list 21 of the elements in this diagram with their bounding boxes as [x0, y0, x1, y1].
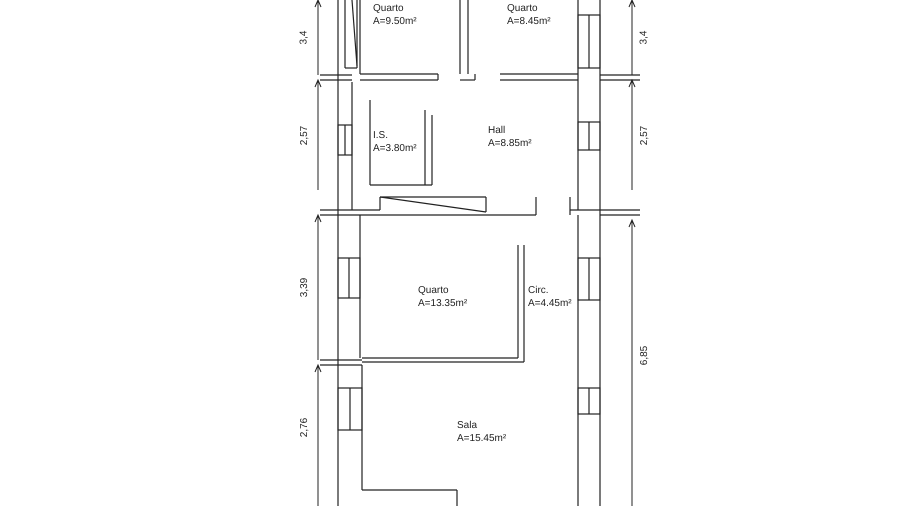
dimension-label: 3,4	[638, 30, 650, 44]
room-name: Quarto	[507, 3, 538, 15]
dimension-label: 2,57	[638, 125, 650, 145]
room-area: A=3.80m²	[373, 143, 417, 155]
dimension-label: 2,76	[298, 418, 310, 438]
room-name: Quarto	[418, 285, 449, 297]
room-area: A=9.50m²	[373, 16, 417, 28]
room-name: Quarto	[373, 3, 404, 15]
dimension-label: 3,39	[298, 278, 310, 298]
room-name: Hall	[488, 125, 506, 137]
room-name: I.S.	[373, 130, 388, 142]
room-area: A=4.45m²	[528, 298, 572, 310]
room-area: A=13.35m²	[418, 298, 468, 310]
room-area: A=15.45m²	[457, 433, 506, 445]
room-area: A=8.85m²	[488, 138, 532, 150]
dimension-label: 2,57	[298, 125, 310, 145]
dimension-label: 6,85	[638, 345, 650, 365]
room-name: Sala	[457, 420, 478, 432]
room-name: Circ.	[528, 285, 549, 297]
dimension-label: 3,4	[298, 30, 310, 44]
room-area: A=8.45m²	[507, 16, 551, 28]
